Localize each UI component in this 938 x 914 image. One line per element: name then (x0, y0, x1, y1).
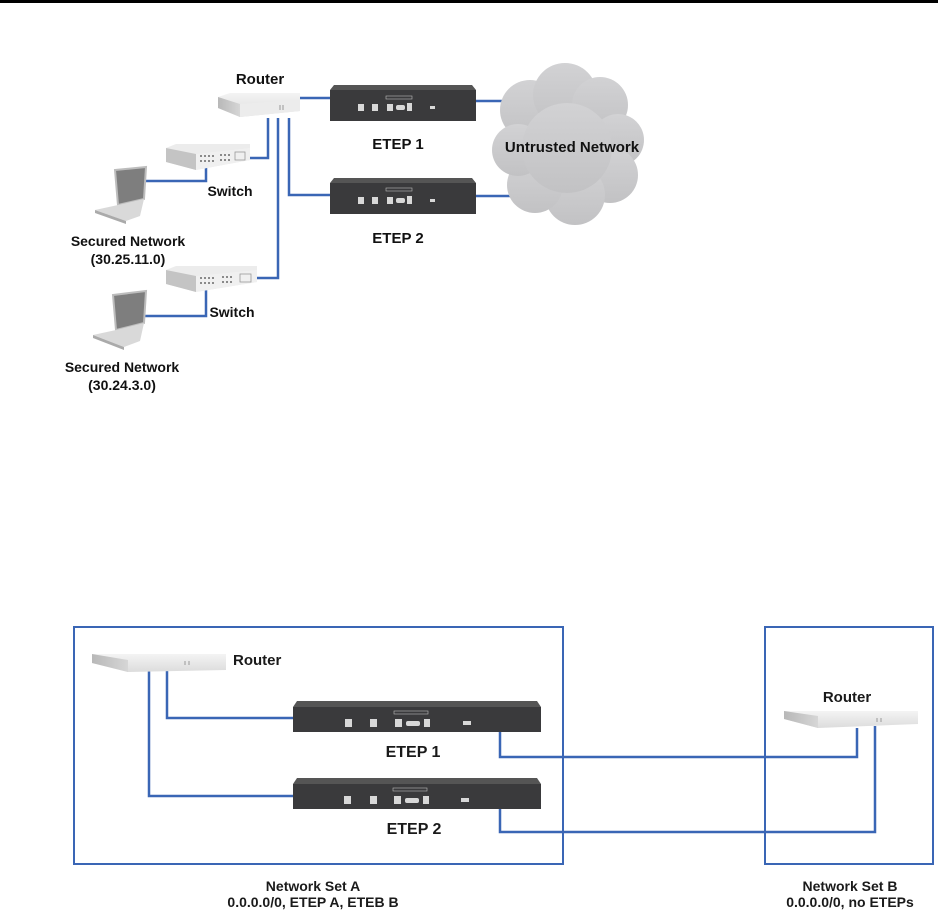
secured-network-2-name: Secured Network (65, 359, 180, 375)
laptop-icon (95, 167, 146, 224)
switch-icon (166, 144, 250, 170)
etep2-label-2: ETEP 2 (387, 821, 442, 838)
secured-network-2-subnet: (30.24.3.0) (88, 377, 156, 393)
untrusted-network-label: Untrusted Network (505, 139, 640, 156)
link-routerA-etep2 (149, 670, 293, 796)
network-set-a-details: 0.0.0.0/0, ETEP A, ETEB B (227, 894, 398, 910)
network-set-b-title: Network Set B (803, 878, 898, 894)
diagram-1: Router Switch Secured Network (30.25.11.… (65, 63, 644, 393)
etep1-label: ETEP 1 (372, 136, 423, 153)
link-etep2-routerB (500, 726, 875, 832)
network-set-b-details: 0.0.0.0/0, no ETEPs (786, 894, 914, 910)
router-icon (218, 93, 300, 117)
link-router-switch1 (250, 118, 268, 158)
etep1-label-2: ETEP 1 (386, 744, 441, 761)
routerB-label: Router (823, 689, 871, 706)
link-switch1-laptop1 (144, 168, 206, 181)
link-switch2-laptop2 (142, 290, 206, 316)
link-routerA-etep1 (167, 670, 293, 718)
routerA-label: Router (233, 652, 281, 669)
etep-device-icon (330, 85, 476, 121)
etep-device-icon (293, 701, 541, 732)
switch-icon (166, 266, 257, 292)
network-set-a-title: Network Set A (266, 878, 360, 894)
router-icon (92, 654, 226, 672)
etep-device-icon (330, 178, 476, 214)
diagram-2: Router ETEP 1 ETEP 2 (74, 627, 933, 910)
secured-network-1-subnet: (30.25.11.0) (91, 251, 166, 267)
etep-device-icon (293, 778, 541, 809)
link-etep1-routerB (500, 728, 857, 757)
etep2-label: ETEP 2 (372, 230, 423, 247)
network-set-b-boundary (765, 627, 933, 864)
secured-network-1-name: Secured Network (71, 233, 186, 249)
laptop-icon (93, 291, 146, 350)
link-router-etep2 (289, 118, 330, 195)
switch1-label: Switch (207, 183, 252, 199)
router-icon (784, 711, 918, 728)
switch2-label: Switch (209, 304, 254, 320)
router-label: Router (236, 71, 284, 88)
